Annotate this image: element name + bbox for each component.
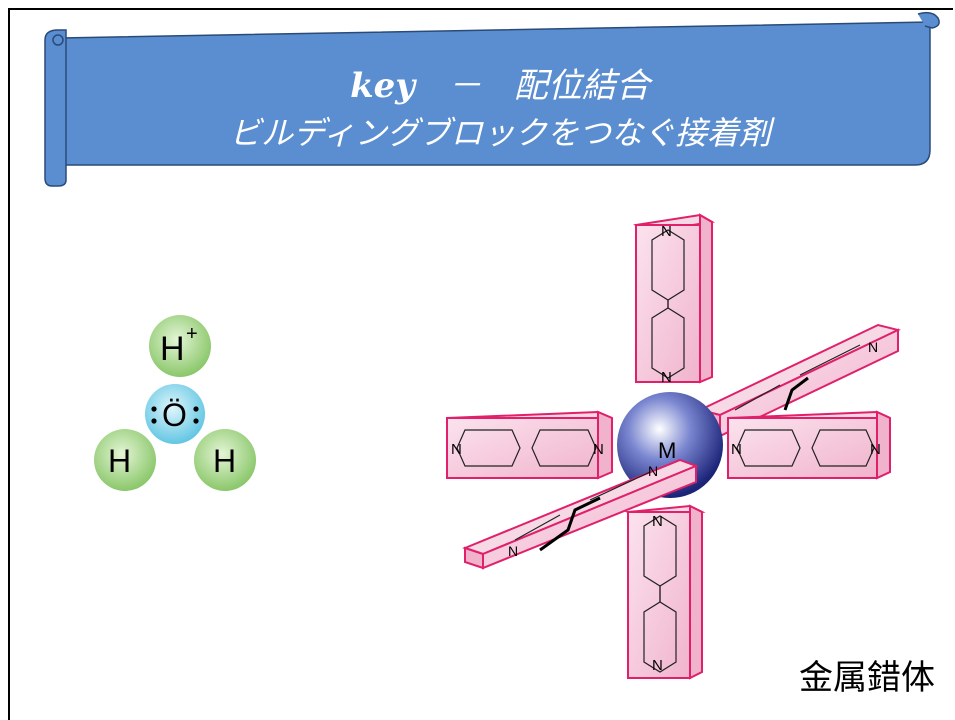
ligand-prism-top: N N [633, 213, 715, 386]
lone-pair-dot [151, 418, 157, 424]
nitrogen-label: N [652, 513, 663, 530]
banner-keyword: key [350, 66, 416, 106]
oxygen-label: Ö [162, 397, 187, 433]
hydrogen-left-label: H [108, 443, 131, 479]
oxygen-atom [145, 384, 205, 444]
ligand-prism-lower-left: N N [462, 458, 699, 570]
charge-label: + [186, 323, 198, 345]
nitrogen-label: N [593, 441, 604, 458]
banner-subtitle: ビルディングブロックをつなぐ接着剤 [229, 114, 771, 152]
nitrogen-label: N [652, 657, 663, 674]
hydrogen-atom-right [194, 429, 256, 491]
nitrogen-label: N [868, 339, 878, 355]
slide-frame [8, 8, 953, 720]
caption-metal-complex: 金属錯体 [799, 658, 935, 698]
lone-pair-dot [193, 406, 199, 412]
banner-title: key － 配位結合 [70, 58, 930, 107]
hydrogen-top-label: H [160, 330, 185, 368]
banner-scroll [44, 11, 940, 187]
ligand-prism-right: N N [727, 410, 891, 480]
nitrogen-label: N [508, 543, 518, 559]
nitrogen-label: N [661, 223, 672, 240]
metal-label: M [658, 438, 676, 463]
nitrogen-label: N [451, 441, 462, 458]
nitrogen-label: N [661, 369, 672, 386]
lone-pair-dot [151, 406, 157, 412]
hydronium-diagram: H + H H Ö [94, 315, 256, 491]
nitrogen-label: N [870, 441, 881, 458]
hydrogen-atom-top [149, 315, 211, 377]
banner-dash: － [447, 66, 482, 106]
banner-title-rest: 配位結合 [513, 66, 650, 106]
nitrogen-label: N [731, 441, 742, 458]
ligand-prism-left: N N [446, 410, 613, 480]
nitrogen-label: N [648, 463, 658, 479]
hydrogen-right-label: H [213, 443, 236, 479]
lone-pair-dot [193, 418, 199, 424]
metal-complex-diagram: N M N N N N [446, 213, 901, 680]
ligand-prism-bottom: N N [624, 504, 706, 680]
hydrogen-atom-left [94, 429, 156, 491]
